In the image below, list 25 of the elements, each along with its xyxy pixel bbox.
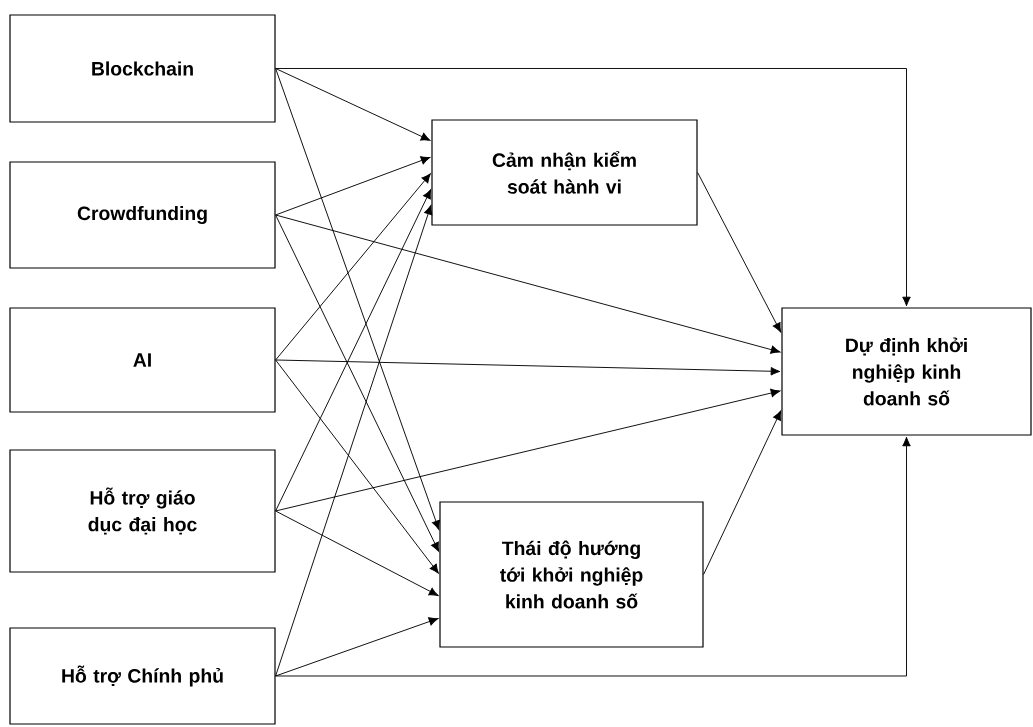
arrow <box>275 510 439 596</box>
arrow <box>275 156 431 216</box>
factor-box: Blockchain <box>9 14 276 123</box>
arrow <box>275 68 911 307</box>
arrow <box>275 68 431 141</box>
arrow <box>703 410 782 575</box>
arrow <box>275 214 781 354</box>
arrow <box>275 388 781 512</box>
arrow <box>275 617 439 677</box>
mediator-box: Thái độ hướng tới khởi nghiệp kinh doanh số <box>439 501 704 648</box>
arrow <box>275 214 440 552</box>
arrow <box>275 205 433 677</box>
arrow <box>275 68 441 530</box>
arrow <box>275 359 439 574</box>
factor-box: Hỗ trợ giáo dục đại học <box>9 449 276 573</box>
arrow <box>275 173 431 361</box>
arrow <box>697 172 782 333</box>
factor-box: Hỗ trợ Chính phủ <box>9 627 276 725</box>
arrow <box>275 359 781 376</box>
mediator-box: Cảm nhận kiểm soát hành vi <box>431 119 698 226</box>
factor-box: Crowdfunding <box>9 161 276 269</box>
outcome-box: Dự định khởi nghiệp kinh doanh số <box>781 307 1032 436</box>
factor-box: AI <box>9 307 276 413</box>
arrow <box>275 189 432 512</box>
arrow <box>275 436 911 677</box>
